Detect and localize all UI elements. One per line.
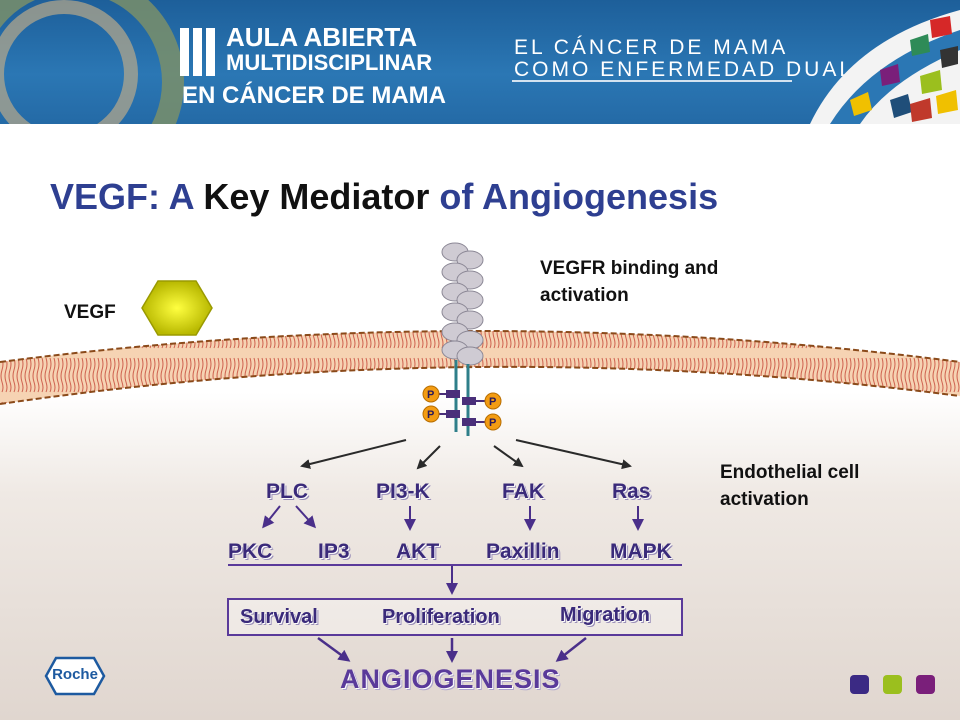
vegfr-label-line2: activation bbox=[540, 285, 629, 306]
decor-square-purple bbox=[850, 675, 869, 694]
event-title-line2: MULTIDISCIPLINAR bbox=[226, 50, 433, 75]
svg-text:P: P bbox=[427, 409, 434, 421]
decor-square-green bbox=[883, 675, 902, 694]
outcome-proliferation: Proliferation bbox=[382, 606, 500, 628]
node-akt: AKT bbox=[396, 540, 440, 563]
roche-logo-text: Roche bbox=[52, 666, 98, 683]
decor-square-magenta bbox=[916, 675, 935, 694]
outcomes-box bbox=[227, 598, 683, 636]
phospho-p2: P bbox=[422, 405, 440, 423]
event-logo-bars bbox=[180, 28, 219, 81]
node-ras: Ras bbox=[612, 480, 651, 503]
outcome-migration: Migration bbox=[560, 604, 650, 626]
phospho-p3: P bbox=[484, 392, 502, 410]
svg-text:P: P bbox=[489, 396, 496, 408]
node-fak: FAK bbox=[502, 480, 544, 503]
cell-membrane bbox=[0, 330, 960, 405]
banner-subtitle-line2: COMO ENFERMEDAD DUAL bbox=[514, 58, 855, 81]
arrow-to-plc bbox=[300, 439, 407, 469]
phospho-p4: P bbox=[484, 413, 502, 431]
vegf-label: VEGF bbox=[64, 302, 116, 323]
phospho-p1: P bbox=[422, 385, 440, 403]
roche-logo bbox=[44, 656, 106, 696]
banner-subtitle-line1: EL CÁNCER DE MAMA bbox=[514, 36, 789, 59]
vegf-ligand-hexagon bbox=[141, 280, 213, 336]
node-ip3: IP3 bbox=[318, 540, 350, 563]
title-part2: Key Mediator bbox=[203, 176, 430, 217]
svg-text:P: P bbox=[427, 389, 434, 401]
node-mapk: MAPK bbox=[610, 540, 672, 563]
event-title-line3: EN CÁNCER DE MAMA bbox=[182, 82, 446, 109]
slide-title: VEGF: A Key Mediator of Angiogenesis bbox=[50, 176, 718, 218]
node-pkc: PKC bbox=[228, 540, 273, 563]
event-title-line1: AULA ABIERTA bbox=[226, 22, 418, 52]
mosaic-decoration bbox=[810, 10, 960, 124]
node-plc: PLC bbox=[266, 480, 308, 503]
arrow-to-pi3k bbox=[416, 445, 441, 470]
arrow-to-fak bbox=[493, 445, 524, 468]
arrow-plc-pkc bbox=[262, 505, 281, 529]
node-pi3k: PI3-K bbox=[376, 480, 430, 503]
arrow-plc-ip3 bbox=[295, 505, 317, 529]
title-part3: of Angiogenesis bbox=[429, 176, 719, 217]
node-paxillin: Paxillin bbox=[486, 540, 560, 563]
arrow-to-ras bbox=[515, 439, 632, 470]
header-banner: AULA ABIERTA MULTIDISCIPLINAR EN CÁNCER … bbox=[0, 0, 960, 124]
svg-text:P: P bbox=[489, 417, 496, 429]
vegfr-label-line1: VEGFR binding and bbox=[540, 258, 719, 279]
angiogenesis-label: ANGIOGENESIS bbox=[340, 664, 561, 694]
title-part1: VEGF: A bbox=[50, 176, 204, 217]
outcome-survival: Survival bbox=[240, 606, 318, 628]
endothelial-label-line2: activation bbox=[720, 489, 809, 510]
arrow-migration-angio bbox=[555, 637, 587, 662]
vegfr-receptor bbox=[438, 242, 486, 436]
endothelial-label-line1: Endothelial cell bbox=[720, 462, 860, 483]
banner-divider bbox=[512, 80, 792, 82]
arrow-survival-angio bbox=[317, 636, 351, 662]
